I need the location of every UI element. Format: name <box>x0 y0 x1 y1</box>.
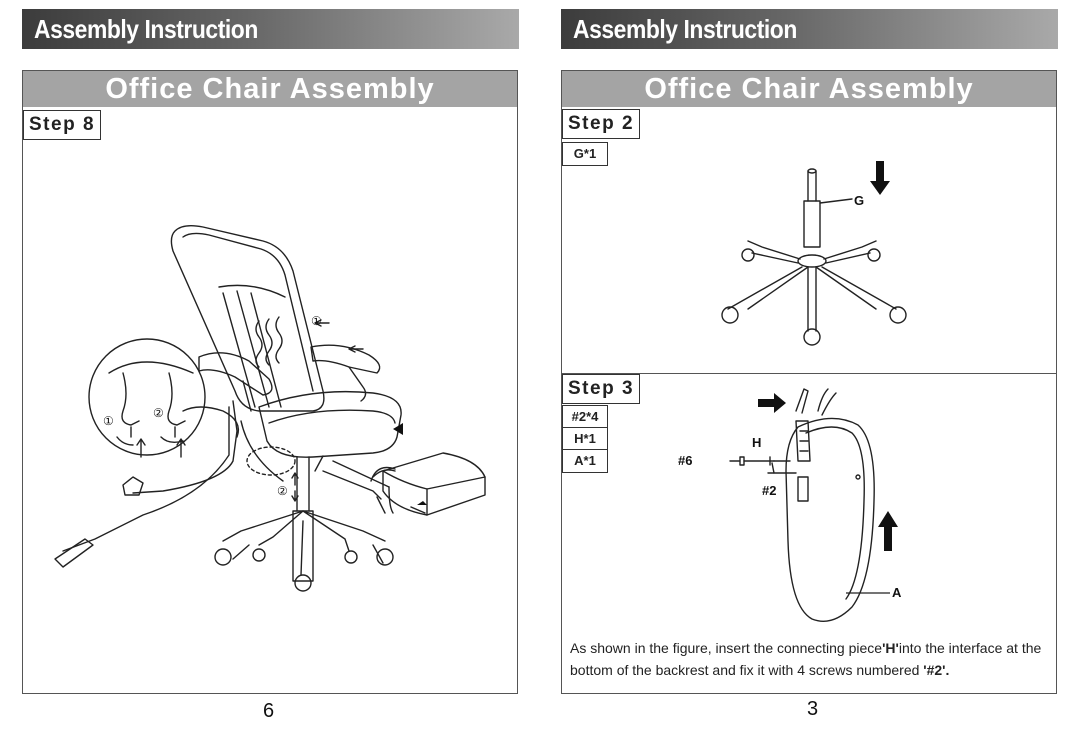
step-2-label: Step 2 <box>562 109 641 139</box>
callout-one: ① <box>311 314 322 328</box>
label-g: G <box>854 193 864 208</box>
label-screw-6: #6 <box>678 453 692 468</box>
backrest-assembly-illustration: H #6 #2 A <box>678 388 902 622</box>
part-screw-qty: #2*4 <box>562 405 608 429</box>
instruction-panel: Office Chair Assembly Step 2 G*1 <box>561 70 1057 694</box>
part-g-qty: G*1 <box>562 142 608 166</box>
page-right: Assembly Instruction Office Chair Assemb… <box>561 0 1061 744</box>
step-3-instruction: As shown in the figure, insert the conne… <box>570 640 1042 678</box>
chair-recline-illustration: ① ② ① ② <box>54 224 486 592</box>
step-divider <box>562 373 1056 374</box>
instruction-panel: Office Chair Assembly Step 8 <box>22 70 518 694</box>
label-a: A <box>892 585 902 600</box>
part-a-qty: A*1 <box>562 449 608 473</box>
page-left: Assembly Instruction Office Chair Assemb… <box>22 0 522 744</box>
page-number: 3 <box>807 698 819 720</box>
page-header: Assembly Instruction <box>561 9 1058 49</box>
label-h: H <box>752 435 761 450</box>
callout-two: ② <box>277 484 288 498</box>
step-label: Step 8 <box>23 110 102 140</box>
detail-callout-two: ② <box>153 406 164 420</box>
base-assembly-illustration: G <box>721 161 907 346</box>
page-number: 6 <box>263 700 275 722</box>
page-header: Assembly Instruction <box>22 9 519 49</box>
section-title: Office Chair Assembly <box>23 71 517 107</box>
detail-callout-one: ① <box>103 414 114 428</box>
step-3-label: Step 3 <box>562 374 641 404</box>
label-screw-2: #2 <box>762 483 776 498</box>
part-h-qty: H*1 <box>562 427 608 451</box>
section-title: Office Chair Assembly <box>562 71 1056 107</box>
